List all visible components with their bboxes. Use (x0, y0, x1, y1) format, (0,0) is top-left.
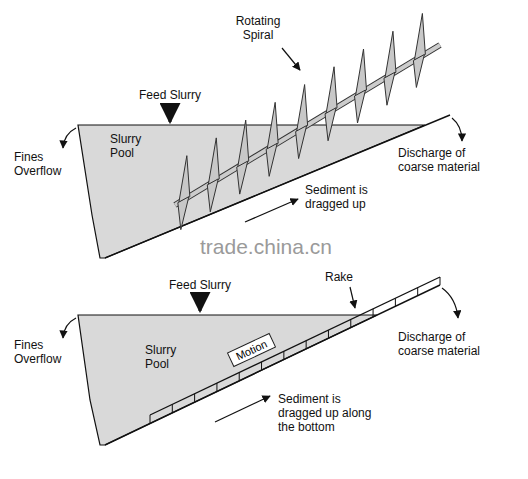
note-label: Sediment is dragged up (305, 183, 395, 211)
note-label: Sediment is dragged up along the bottom (278, 392, 388, 434)
spiral-blade (384, 72, 395, 105)
spiral-blade (238, 120, 249, 167)
discharge-arrow (442, 288, 458, 318)
rotating-spiral (175, 13, 440, 229)
spiral-blade (356, 49, 367, 96)
rake-tine (328, 330, 329, 338)
sediment-arrow (245, 199, 298, 222)
region-label: Slurry Pool (145, 343, 193, 371)
rake-tine (283, 351, 284, 359)
spiral-blade (325, 108, 336, 141)
trough-bottom (105, 285, 440, 445)
flow-label: Discharge of coarse material (398, 146, 503, 174)
flow-label: Feed Slurry (125, 88, 215, 102)
rake-tine (373, 309, 374, 317)
overflow-arrow (63, 318, 76, 338)
rake-tine (395, 298, 396, 306)
rake-tine (417, 288, 418, 296)
rake-tine (350, 319, 351, 327)
spiral-blade (208, 138, 219, 185)
rake-tine (150, 415, 151, 423)
spiral-blade (297, 85, 308, 132)
feed-arrow (199, 294, 202, 311)
discharge-arrow (452, 118, 462, 141)
spiral-blade (414, 13, 425, 60)
spiral-blade (385, 31, 396, 78)
leader-arrow (350, 287, 355, 308)
leader-arrow (282, 48, 300, 70)
spiral-blade (178, 197, 189, 230)
spiral-blade (267, 102, 278, 149)
rake-tine (306, 341, 307, 349)
rake-tine (239, 373, 240, 381)
overflow-arrow (63, 128, 76, 148)
spiral-blade (326, 67, 337, 114)
spiral-blade (266, 143, 277, 176)
spiral-blade (237, 161, 248, 194)
flow-label: Feed Slurry (155, 278, 245, 292)
spiral-blade (296, 126, 307, 159)
spiral-blade (355, 90, 366, 123)
rake-tine (261, 362, 262, 370)
watermark: trade.china.cn (200, 234, 370, 259)
region-label: Slurry Pool (110, 132, 158, 160)
spiral-blade (207, 179, 218, 212)
feed-arrow (169, 104, 172, 122)
rake-tine (440, 277, 441, 285)
rake-tine (172, 404, 173, 412)
part-label: Rake (325, 270, 365, 284)
part-label: Rotating Spiral (225, 14, 291, 42)
flow-label: Fines Overflow (14, 150, 66, 178)
rake-tine (216, 383, 217, 391)
spiral-blade (179, 156, 190, 203)
rake-tine (194, 394, 195, 402)
flow-label: Discharge of coarse material (398, 330, 503, 358)
sediment-arrow (215, 396, 270, 422)
slurry-pool (78, 125, 425, 258)
flow-label: Fines Overflow (14, 338, 66, 366)
spiral-blade (413, 54, 424, 87)
